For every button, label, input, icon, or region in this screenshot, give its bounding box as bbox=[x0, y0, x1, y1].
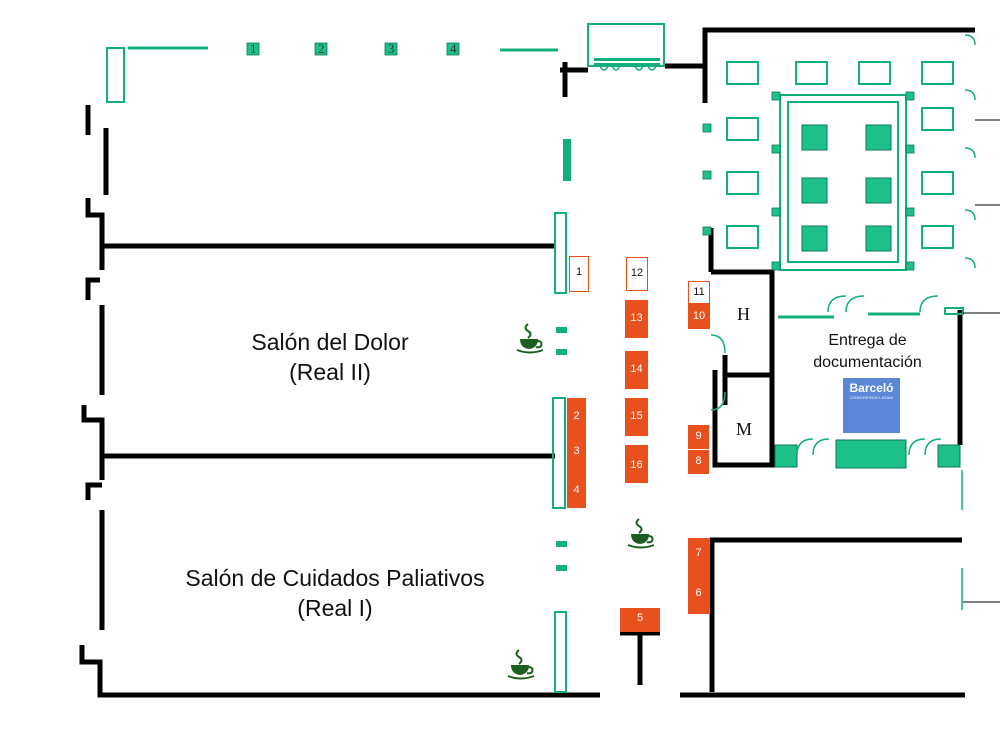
stand-13[interactable]: 13 bbox=[625, 300, 648, 338]
coffee-cup-icon bbox=[627, 518, 655, 549]
room-label-dolor: Salón del Dolor (Real II) bbox=[251, 329, 409, 385]
tables-outline bbox=[726, 61, 954, 249]
stand-4[interactable]: 4 bbox=[567, 472, 586, 508]
stand-5[interactable]: 5 bbox=[620, 608, 660, 632]
right-edge-lines bbox=[963, 119, 1000, 603]
entrance-4: 4 bbox=[450, 41, 457, 56]
stand-3[interactable]: 3 bbox=[567, 435, 586, 472]
coffee-cup-icon bbox=[507, 649, 535, 680]
chairs bbox=[246, 42, 915, 271]
stand-6[interactable]: 6 bbox=[688, 576, 709, 614]
toilet-women: M bbox=[736, 419, 753, 439]
stand-7[interactable]: 7 bbox=[688, 538, 709, 576]
toilet-men: H bbox=[737, 304, 750, 324]
entrance-3: 3 bbox=[388, 41, 395, 56]
stand-2[interactable]: 2 bbox=[567, 398, 586, 435]
stand-8[interactable]: 8 bbox=[688, 450, 709, 474]
room-label-paliativos: Salón de Cuidados Paliativos (Real I) bbox=[185, 565, 485, 621]
stand-16[interactable]: 16 bbox=[625, 445, 648, 483]
stand-9[interactable]: 9 bbox=[688, 425, 709, 449]
entrance-1: 1 bbox=[250, 41, 257, 56]
stand-1[interactable]: 1 bbox=[569, 256, 589, 292]
stand-12[interactable]: 12 bbox=[626, 257, 648, 291]
partitions bbox=[106, 23, 964, 693]
stage-bars bbox=[556, 58, 660, 571]
walls bbox=[79, 27, 975, 698]
doors bbox=[599, 34, 976, 610]
coffee-cup-icon bbox=[516, 323, 544, 354]
stand-15[interactable]: 15 bbox=[625, 398, 648, 436]
barcelo-logo: Barceló CONGRESOS LATAM bbox=[843, 378, 900, 433]
tables-filled bbox=[774, 124, 961, 469]
stand-14[interactable]: 14 bbox=[625, 351, 648, 389]
entrance-2: 2 bbox=[318, 41, 325, 56]
stand-11[interactable]: 11 bbox=[688, 281, 710, 304]
room-label-documentacion: Entrega de documentación bbox=[813, 332, 922, 371]
stand-10[interactable]: 10 bbox=[688, 304, 710, 329]
